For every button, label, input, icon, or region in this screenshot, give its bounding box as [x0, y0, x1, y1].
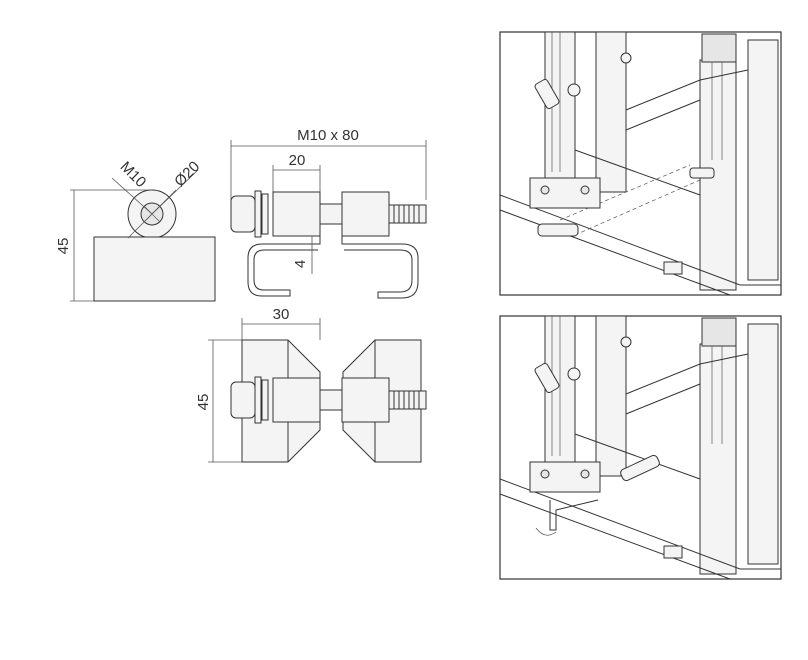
width-20-label: 20: [289, 152, 306, 169]
m10-label: M10: [117, 158, 150, 191]
washer-2: [261, 193, 269, 235]
length-label: M10 x 80: [297, 127, 359, 144]
height-45-bottom-label: 45: [195, 394, 212, 411]
thread: [388, 204, 427, 224]
bottom-bolt-head: [230, 381, 256, 419]
bottom-right-block: [341, 377, 390, 423]
height-45-label: 45: [55, 238, 72, 255]
height-4-label: 4: [292, 260, 309, 268]
base-block: [93, 236, 216, 302]
end-view: M10 Ø20 45: [55, 158, 216, 302]
shaft: [319, 203, 343, 225]
bottom-view: 30 45: [195, 306, 427, 463]
bolt-head: [230, 195, 256, 233]
bottom-left-block: [272, 377, 321, 423]
assembly-illustration-bottom: [499, 315, 782, 580]
diameter-label: Ø20: [171, 158, 203, 190]
width-30-label: 30: [273, 306, 290, 323]
side-view: M10 x 80 20 4: [230, 127, 427, 299]
bottom-thread: [388, 390, 427, 410]
right-block: [341, 191, 390, 237]
washer-1: [254, 190, 262, 238]
right-hook: [341, 236, 419, 299]
assembly-illustration-top: [499, 31, 782, 296]
left-hook: [247, 236, 321, 297]
left-block: [272, 191, 321, 237]
